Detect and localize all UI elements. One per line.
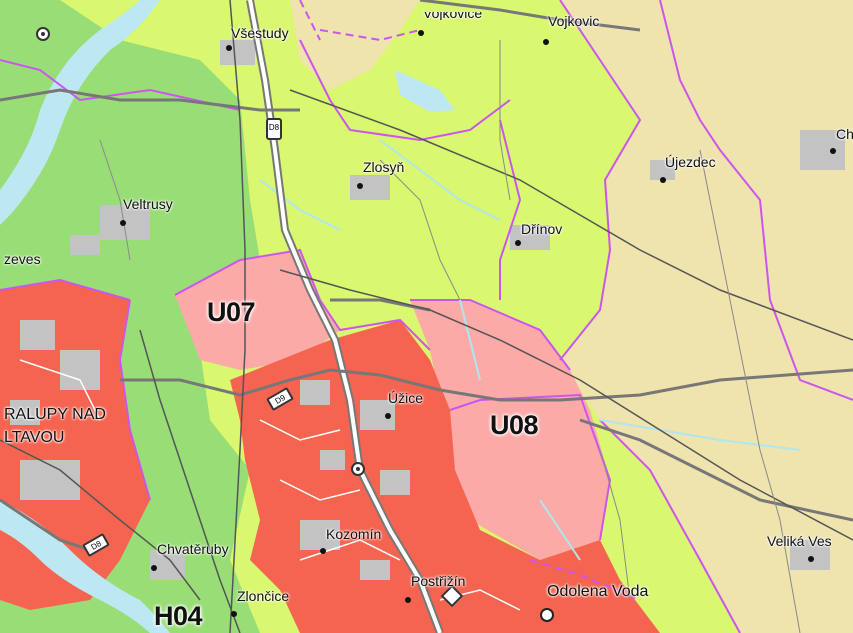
vojkovic-dot — [543, 39, 549, 45]
zlosyn-dot — [357, 183, 363, 189]
veltrusy-dot — [120, 220, 126, 226]
place-label-zloncice[interactable]: Zlončice — [237, 588, 290, 604]
place-label-postrizin[interactable]: Postřižín — [411, 573, 466, 589]
place-label-ch[interactable]: Ch — [836, 126, 853, 142]
kozomin-dot — [320, 548, 326, 554]
place-label-vojkovice[interactable]: Vojkovice — [423, 5, 483, 21]
ch-dot — [830, 148, 836, 154]
place-label-chvateruby[interactable]: Chvatěruby — [157, 541, 229, 557]
vltava-river — [0, 0, 160, 225]
place-label-drinov[interactable]: Dřínov — [521, 221, 563, 237]
place-label-zlosyn[interactable]: Zlosyň — [363, 159, 405, 175]
place-label-uzice[interactable]: Úžice — [388, 390, 424, 406]
minor-roads — [99, 40, 801, 633]
place-label-odolena-voda[interactable]: Odolena Voda — [547, 583, 649, 600]
rural-area-east — [560, 0, 853, 633]
place-label-ujezdec[interactable]: Újezdec — [665, 154, 716, 170]
place-label-vojkovic[interactable]: Vojkovic — [548, 13, 600, 29]
zloncice-dot — [231, 611, 237, 617]
place-label-zeves[interactable]: zeves — [4, 251, 41, 267]
junction-icon[interactable] — [36, 27, 50, 41]
place-label-kozomin[interactable]: Kozomín — [326, 526, 382, 542]
place-label-veltrusy[interactable]: Veltrusy — [123, 196, 173, 212]
vsestudy-dot — [226, 45, 232, 51]
place-label-kralupy-line1[interactable]: RALUPY NAD — [4, 406, 106, 423]
zone-label-u07[interactable]: U07 — [207, 297, 256, 327]
uzice-dot — [385, 413, 391, 419]
chvateruby-dot — [151, 565, 157, 571]
urban-area-uzice — [230, 320, 660, 633]
road-shield-label: D8 — [268, 123, 280, 132]
odolena-voda-station-icon[interactable] — [540, 608, 554, 622]
built-up-blocks — [10, 40, 845, 580]
junction-icon[interactable] — [351, 462, 365, 476]
place-label-vsestudy[interactable]: Všestudy — [231, 25, 289, 41]
zone-label-h04[interactable]: H04 — [154, 601, 203, 631]
place-label-velika-ves[interactable]: Veliká Ves — [767, 533, 832, 549]
zone-u07-area — [175, 250, 340, 370]
drinov-dot — [515, 240, 521, 246]
streams — [259, 139, 801, 561]
d8-shield-north: D8 — [266, 118, 282, 140]
ujezdec-dot — [660, 177, 666, 183]
place-label-kralupy-line2[interactable]: LTAVOU — [4, 429, 65, 446]
postrizin-dot — [405, 597, 411, 603]
zone-label-u08[interactable]: U08 — [490, 410, 539, 440]
pond — [395, 70, 455, 112]
vojkovice-dot — [418, 30, 424, 36]
velika-dot — [808, 556, 814, 562]
river-lower — [0, 500, 170, 633]
zone-u08-area — [410, 300, 610, 560]
rural-area-north — [290, 0, 420, 90]
